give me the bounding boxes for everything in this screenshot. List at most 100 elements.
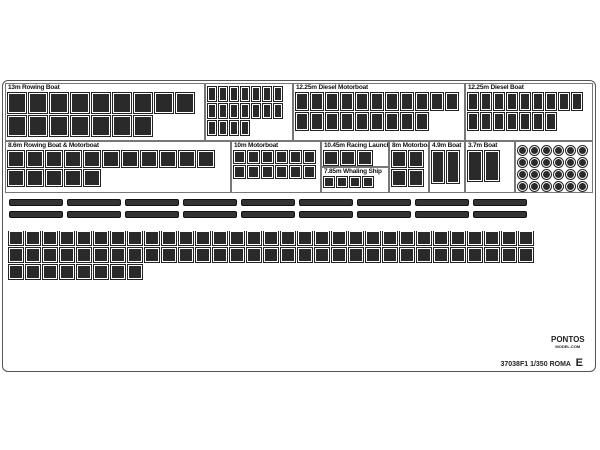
- etched-part: [76, 264, 92, 280]
- parts-grid: [7, 150, 228, 190]
- etched-part: [112, 115, 132, 137]
- etched-part: [207, 103, 217, 119]
- rail-part: [473, 211, 527, 218]
- etched-part: [416, 231, 432, 246]
- etched-part: [178, 247, 194, 263]
- etched-part: [28, 115, 48, 137]
- etched-part: [83, 150, 101, 168]
- etched-part: [400, 112, 414, 131]
- etched-part: [262, 86, 272, 102]
- photo-etch-fret: 13m Rowing Boat 12.25m Diesel Motorboat …: [2, 80, 596, 372]
- logo-sub: MODEL.COM: [555, 344, 581, 349]
- etched-part: [110, 264, 126, 280]
- etched-part: [325, 112, 339, 131]
- etched-part: [484, 150, 500, 182]
- etched-part: [70, 92, 90, 114]
- section-8m-motorboat: 8m Motorboat: [389, 141, 429, 193]
- etched-part: [303, 150, 316, 164]
- etched-part: [289, 165, 302, 179]
- etched-part: [331, 247, 347, 263]
- etched-part: [229, 247, 245, 263]
- etched-part: [517, 157, 528, 168]
- etched-part: [280, 247, 296, 263]
- etched-part: [83, 169, 101, 187]
- etched-part: [493, 92, 505, 111]
- etched-part: [399, 231, 415, 246]
- etched-part: [261, 165, 274, 179]
- etched-part: [42, 247, 58, 263]
- parts-grid: [8, 231, 543, 359]
- etched-part: [571, 92, 583, 111]
- etched-part: [532, 92, 544, 111]
- etched-part: [28, 92, 48, 114]
- etched-part: [45, 150, 63, 168]
- etched-part: [144, 247, 160, 263]
- rail-part: [357, 211, 411, 218]
- etched-part: [391, 169, 407, 187]
- parts-grid: [391, 150, 426, 190]
- section-fittings: [205, 83, 293, 141]
- etched-part: [49, 92, 69, 114]
- etched-part: [541, 181, 552, 192]
- etched-part: [553, 145, 564, 156]
- etched-part: [140, 150, 158, 168]
- etched-part: [431, 150, 445, 184]
- etched-part: [102, 150, 120, 168]
- parts-grid: [467, 150, 512, 190]
- parts-grid: [323, 150, 386, 166]
- etched-part: [370, 112, 384, 131]
- etched-part: [93, 247, 109, 263]
- etched-part: [295, 112, 309, 131]
- etched-part: [450, 231, 466, 246]
- etched-part: [8, 264, 24, 280]
- etched-part: [178, 231, 194, 246]
- etched-part: [178, 150, 196, 168]
- etched-part: [480, 112, 492, 131]
- etched-part: [161, 231, 177, 246]
- etched-part: [382, 247, 398, 263]
- etched-part: [382, 231, 398, 246]
- section-3-7m-boat: 3.7m Boat: [465, 141, 515, 193]
- parts-grid: [467, 92, 590, 138]
- etched-part: [110, 247, 126, 263]
- etched-part: [207, 86, 217, 102]
- etched-part: [64, 169, 82, 187]
- etched-part: [340, 150, 356, 166]
- etched-part: [233, 165, 246, 179]
- etched-part: [529, 145, 540, 156]
- section-label: 8m Motorboat: [392, 142, 428, 150]
- etched-part: [25, 247, 41, 263]
- section-8-6m-rowing-boat-motorboat: 8.6m Rowing Boat & Motorboat: [5, 141, 231, 193]
- etched-part: [331, 231, 347, 246]
- etched-part: [357, 150, 373, 166]
- etched-part: [340, 92, 354, 111]
- etched-part: [433, 231, 449, 246]
- etched-part: [251, 86, 261, 102]
- etched-part: [450, 247, 466, 263]
- rail-part: [125, 211, 179, 218]
- etched-part: [348, 231, 364, 246]
- etched-part: [154, 92, 174, 114]
- etched-part: [408, 150, 424, 168]
- rail-part: [67, 211, 121, 218]
- rail-part: [9, 211, 63, 218]
- etched-part: [159, 150, 177, 168]
- etched-part: [8, 247, 24, 263]
- etched-part: [195, 247, 211, 263]
- etched-part: [565, 157, 576, 168]
- etched-part: [297, 231, 313, 246]
- rail-part: [9, 199, 63, 206]
- etched-part: [76, 247, 92, 263]
- etched-part: [399, 247, 415, 263]
- etched-part: [91, 115, 111, 137]
- etched-part: [553, 157, 564, 168]
- etched-part: [59, 231, 75, 246]
- rail-part: [299, 211, 353, 218]
- etched-part: [218, 103, 228, 119]
- etched-part: [197, 150, 215, 168]
- etched-part: [76, 231, 92, 246]
- rail-part: [241, 211, 295, 218]
- etched-part: [467, 247, 483, 263]
- etched-part: [416, 247, 432, 263]
- etched-part: [246, 247, 262, 263]
